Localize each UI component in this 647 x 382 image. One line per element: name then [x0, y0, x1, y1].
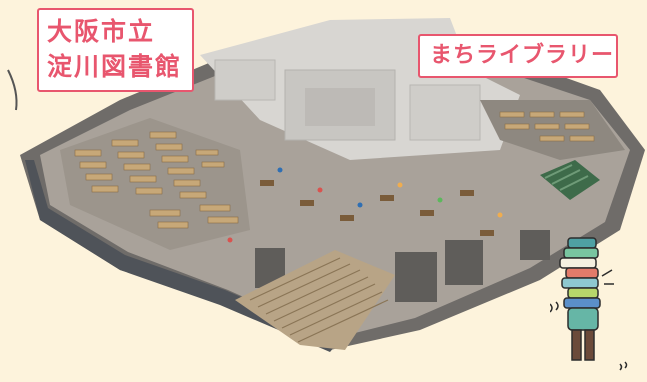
bookshelf-area-left — [60, 118, 250, 250]
machi-library-label: まちライブラリー — [418, 34, 618, 78]
side-room — [214, 59, 276, 101]
structural-blocks — [255, 230, 550, 302]
people — [227, 167, 503, 243]
stair-lines — [544, 164, 589, 191]
front-staircase — [235, 250, 395, 350]
side-room — [409, 84, 481, 141]
library-name-label: 大阪市立 淀川図書館 — [37, 8, 194, 92]
library-name-line2: 淀川図書館 — [47, 52, 183, 81]
machi-library-text: まちライブラリー — [430, 43, 615, 68]
furniture — [260, 180, 494, 236]
book-stack-mascot-illustration — [550, 237, 628, 371]
green-stair-area — [540, 160, 600, 200]
library-name-line1: 大阪市立 — [47, 17, 156, 46]
bookshelf-area-right — [480, 100, 625, 160]
doodle-line — [7, 69, 18, 111]
center-room-inner — [305, 88, 375, 126]
